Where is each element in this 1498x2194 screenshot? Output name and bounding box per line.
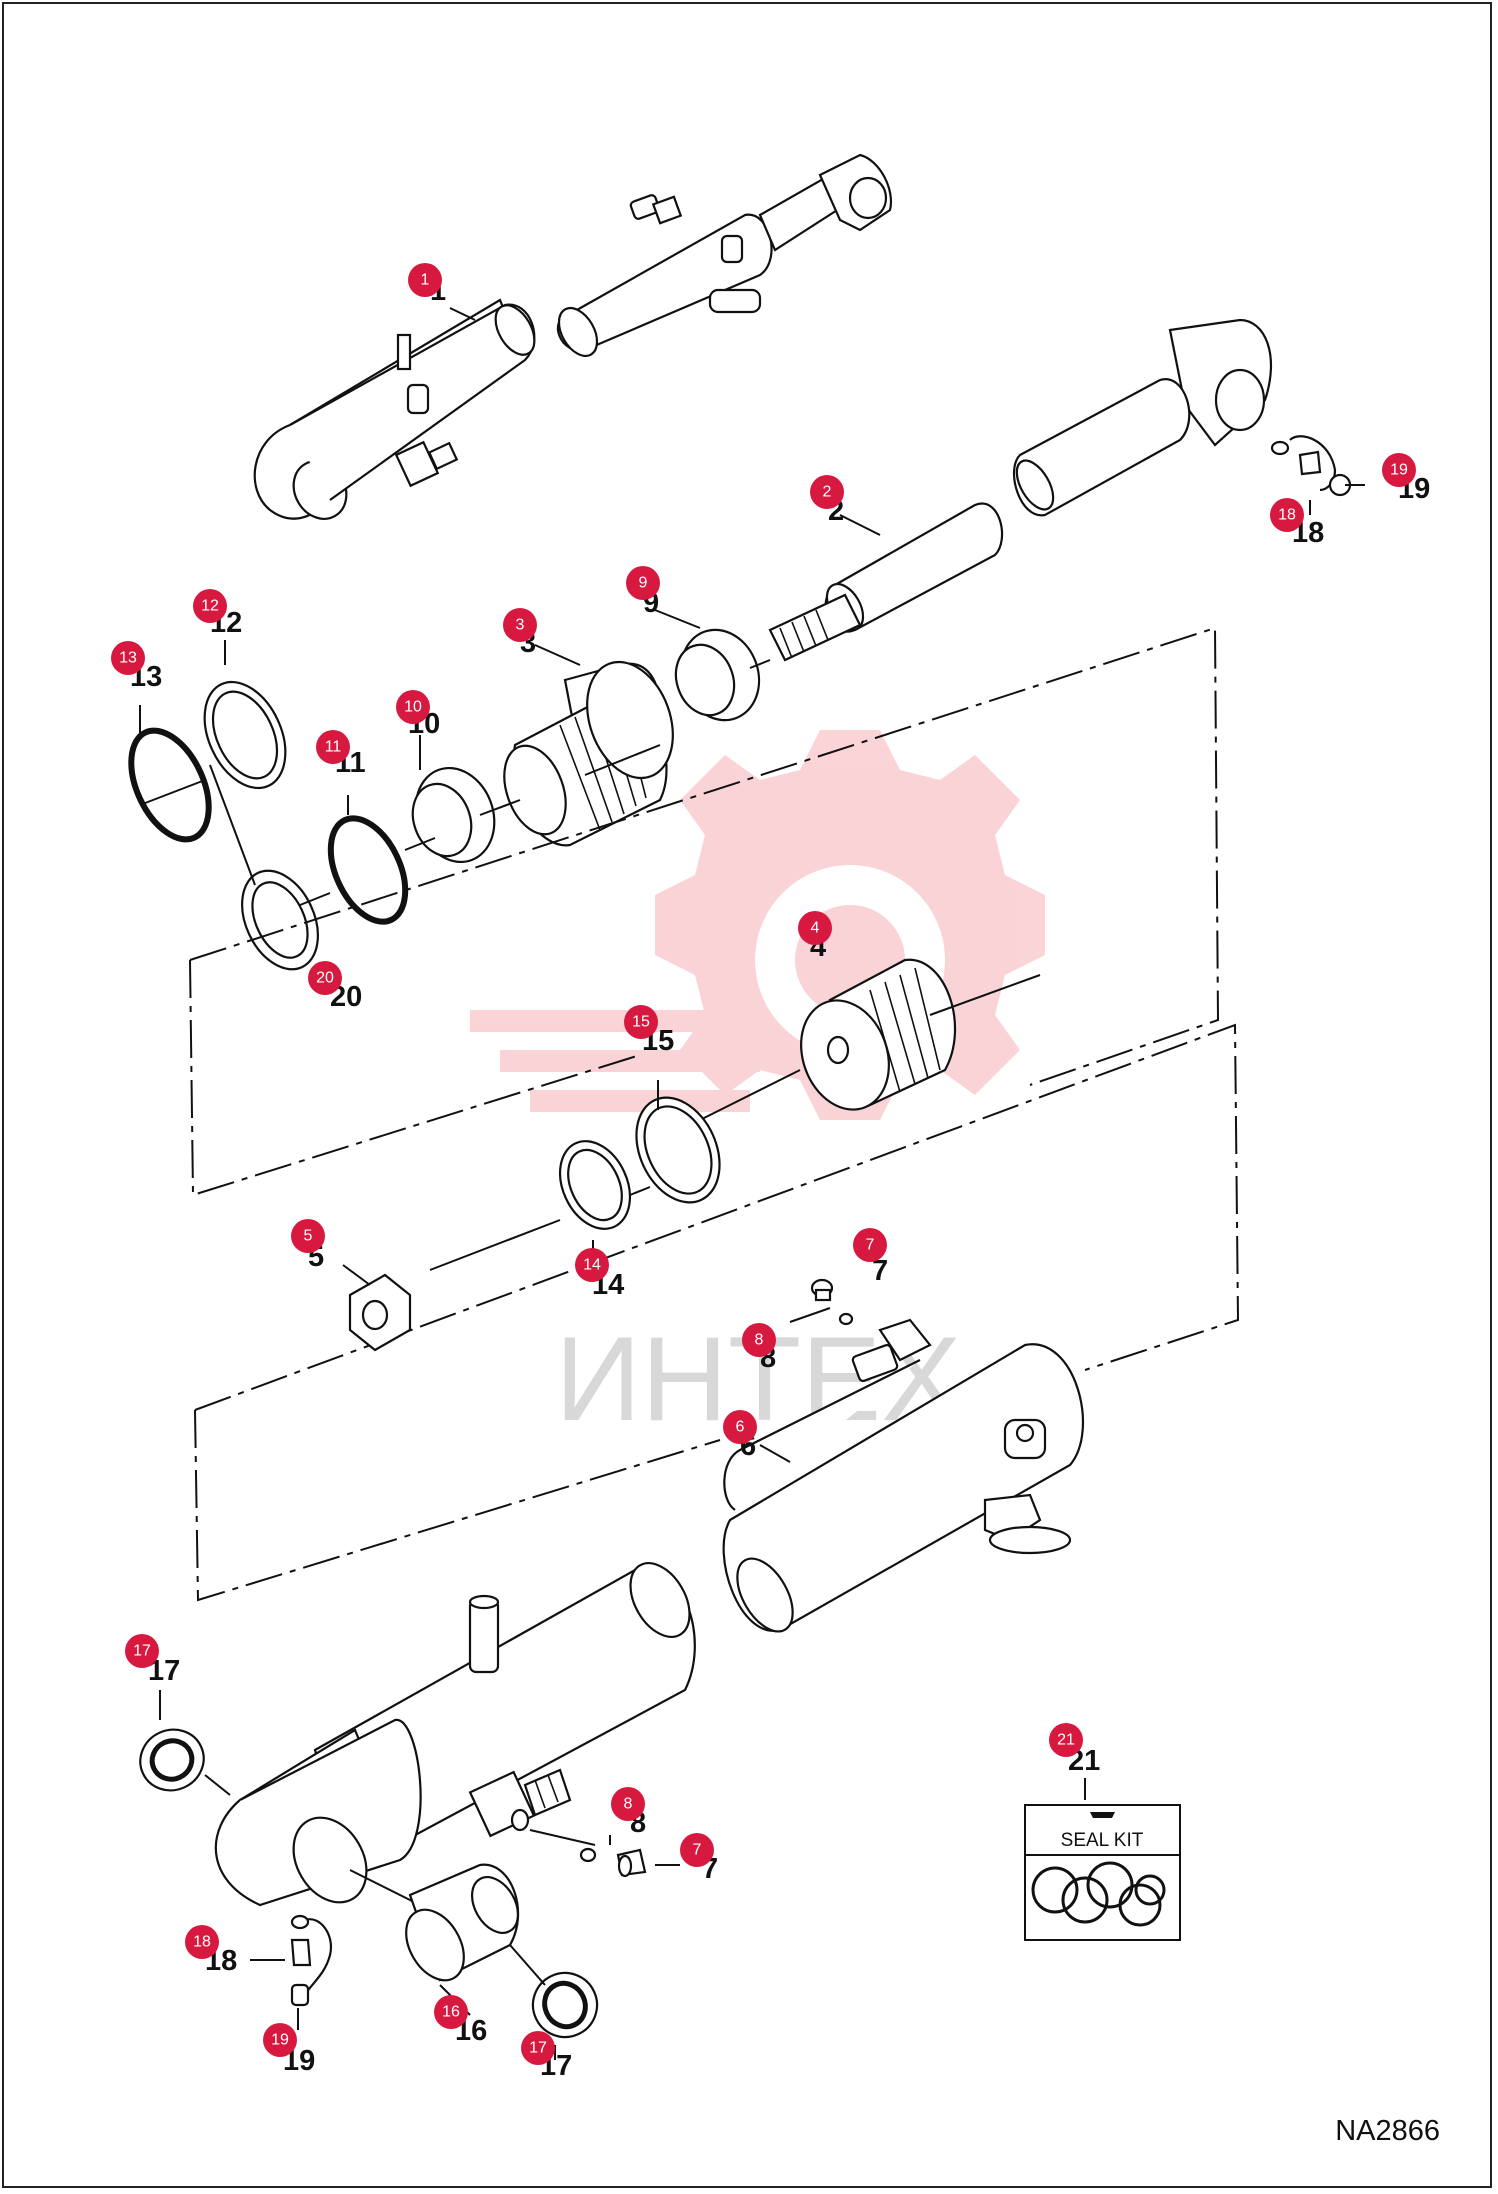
badge-16[interactable]: 16	[434, 1995, 468, 2029]
svg-text:17: 17	[529, 2040, 547, 2057]
svg-text:5: 5	[304, 1228, 313, 1245]
part-18-grease-fitting-lower	[290, 1914, 333, 1996]
part-16-bushing	[405, 1863, 520, 1982]
svg-text:8: 8	[624, 1796, 633, 1813]
badge-4[interactable]: 4	[798, 911, 832, 945]
badge-2[interactable]: 2	[810, 475, 844, 509]
seal-kit-label: SEAL KIT	[1061, 1830, 1144, 1851]
part-3-gland	[503, 660, 674, 847]
part-21-seal-kit: SEAL KIT	[1024, 1804, 1181, 1941]
svg-text:18: 18	[1278, 507, 1296, 524]
svg-text:1: 1	[421, 272, 430, 289]
part-13-o-ring	[128, 727, 212, 843]
badge-14[interactable]: 14	[575, 1248, 609, 1282]
badge-18-lower[interactable]: 18	[185, 1925, 219, 1959]
part-8-o-ring-lower	[579, 1847, 597, 1863]
svg-text:13: 13	[119, 650, 137, 667]
svg-text:9: 9	[639, 575, 648, 592]
svg-text:19: 19	[1390, 462, 1408, 479]
part-17-seal-right	[509, 1944, 599, 2039]
svg-text:18: 18	[193, 1934, 211, 1951]
part-2-piston-rod	[768, 318, 1352, 662]
callout-badges[interactable]: 1 2 3 4 5 6 7 7 8 8 9 10 11 12 13 14 15 …	[111, 263, 1416, 2065]
svg-text:7: 7	[866, 1237, 875, 1254]
svg-text:2: 2	[823, 484, 832, 501]
part-1-cylinder-barrel	[253, 153, 893, 520]
part-6-lower-barrel	[722, 1318, 1085, 1633]
part-10-ring	[411, 766, 496, 864]
part-7-plug-upper	[810, 1278, 834, 1302]
badge-10[interactable]: 10	[396, 690, 430, 724]
badge-19-lower[interactable]: 19	[263, 2023, 297, 2057]
badge-7-upper[interactable]: 7	[853, 1228, 887, 1262]
svg-text:7: 7	[693, 1842, 702, 1859]
badge-11[interactable]: 11	[316, 730, 350, 764]
part-7-plug-lower	[616, 1848, 647, 1878]
badge-12[interactable]: 12	[193, 589, 227, 623]
part-20-ring	[241, 869, 319, 971]
svg-text:17: 17	[133, 1643, 151, 1660]
svg-text:14: 14	[583, 1257, 601, 1274]
svg-text:12: 12	[201, 598, 219, 615]
part-14-ring	[558, 1140, 632, 1230]
svg-text:8: 8	[755, 1332, 764, 1349]
badge-20[interactable]: 20	[308, 961, 342, 995]
svg-text:4: 4	[811, 920, 820, 937]
part-15-ring	[635, 1096, 721, 1204]
part-11-o-ring	[327, 815, 409, 925]
part-9-ring	[674, 628, 761, 722]
part-5-nut	[348, 1273, 412, 1352]
svg-text:10: 10	[404, 699, 422, 716]
badge-19-upper[interactable]: 19	[1382, 453, 1416, 487]
svg-text:21: 21	[1057, 1732, 1075, 1749]
svg-text:15: 15	[632, 1014, 650, 1031]
badge-15[interactable]: 15	[624, 1005, 658, 1039]
part-8-o-ring-upper	[838, 1312, 854, 1326]
svg-text:16: 16	[442, 2004, 460, 2021]
label-7-upper: 7	[872, 1255, 888, 1287]
svg-text:11: 11	[325, 739, 342, 756]
part-12-ring	[203, 680, 287, 790]
badge-18-upper[interactable]: 18	[1270, 498, 1304, 532]
svg-text:19: 19	[271, 2032, 289, 2049]
badge-3[interactable]: 3	[503, 608, 537, 642]
badge-21[interactable]: 21	[1049, 1723, 1083, 1757]
badge-9[interactable]: 9	[626, 566, 660, 600]
badge-6[interactable]: 6	[723, 1410, 757, 1444]
svg-text:6: 6	[736, 1419, 745, 1436]
badge-17-right[interactable]: 17	[521, 2031, 555, 2065]
part-17-seal-left	[139, 1728, 231, 1796]
badge-1[interactable]: 1	[408, 263, 442, 297]
badge-8-lower[interactable]: 8	[611, 1787, 645, 1821]
svg-text:20: 20	[316, 970, 334, 987]
badge-17-left[interactable]: 17	[125, 1634, 159, 1668]
badge-8-upper[interactable]: 8	[742, 1323, 776, 1357]
badge-5[interactable]: 5	[291, 1219, 325, 1253]
part-4-piston	[699, 958, 1041, 1121]
badge-13[interactable]: 13	[111, 641, 145, 675]
badge-7-lower[interactable]: 7	[680, 1833, 714, 1867]
drawing-code: NA2866	[1335, 2115, 1440, 2147]
part-lower-cylinder-body	[214, 1562, 696, 1907]
part-19-cap-lower	[290, 1983, 310, 2007]
svg-text:3: 3	[516, 617, 525, 634]
